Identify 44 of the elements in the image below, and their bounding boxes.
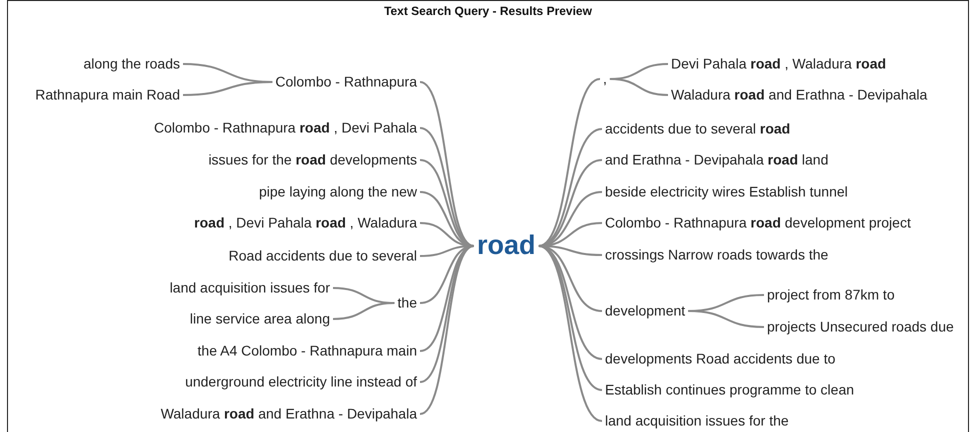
phrase-branch: underground electricity line instead of [182, 373, 420, 391]
phrase-branch: along the roads [80, 55, 183, 73]
phrase-branch: Devi Pahala road , Waladura road [668, 55, 890, 73]
branch-line [420, 245, 474, 415]
phrase-branch: the A4 Colombo - Rathnapura main [194, 342, 420, 360]
diagram-title: Text Search Query - Results Preview [383, 4, 593, 18]
phrase-branch: crossings Narrow roads towards the [602, 246, 832, 264]
phrase-branch: , [600, 70, 610, 88]
phrase-branch: issues for the road developments [205, 151, 420, 169]
phrase-branch: land acquisition issues for the [602, 412, 792, 430]
branch-line [182, 81, 272, 96]
phrase-branch: and Erathna - Devipahala road land [602, 151, 832, 169]
phrase-branch: projects Unsecured roads due [764, 318, 957, 336]
phrase-branch: Establish continues programme to clean [602, 381, 858, 399]
branch-line [332, 302, 395, 320]
branch-line [538, 128, 602, 247]
phrase-branch: the [394, 294, 420, 312]
phrase-branch: Rathnapura main Road [32, 86, 183, 104]
phrase-branch: project from 87km to [764, 286, 898, 304]
branch-line [538, 245, 602, 422]
phrase-branch: beside electricity wires Establish tunnel [602, 183, 851, 201]
branch-line [538, 78, 600, 247]
phrase-branch: Waladura road and Erathna - Devipahala [668, 86, 930, 104]
branch-line [688, 310, 764, 328]
phrase-branch: Colombo - Rathnapura road development project [602, 214, 914, 232]
branch-line [538, 245, 602, 312]
phrase-branch: line service area along [186, 310, 333, 328]
branch-line [610, 78, 668, 96]
phrase-branch: Colombo - Rathnapura road , Devi Pahala [150, 119, 420, 137]
phrase-branch: developments Road accidents due to [602, 350, 838, 368]
phrase-branch: Colombo - Rathnapura [272, 73, 420, 91]
branch-line [538, 245, 602, 391]
phrase-branch: pipe laying along the new [256, 183, 420, 201]
phrase-branch: Waladura road and Erathna - Devipahala [158, 405, 420, 423]
phrase-branch: land acquisition issues for [166, 279, 333, 297]
branch-line [420, 127, 474, 247]
phrase-branch: road , Devi Pahala road , Waladura [191, 214, 420, 232]
phrase-branch: development [602, 302, 688, 320]
branch-line [420, 81, 474, 247]
phrase-branch: Road accidents due to several [226, 247, 420, 265]
branch-line [420, 245, 474, 304]
phrase-branch: accidents due to several road [602, 120, 794, 138]
branch-line [420, 245, 474, 352]
root-word: road [474, 229, 539, 263]
